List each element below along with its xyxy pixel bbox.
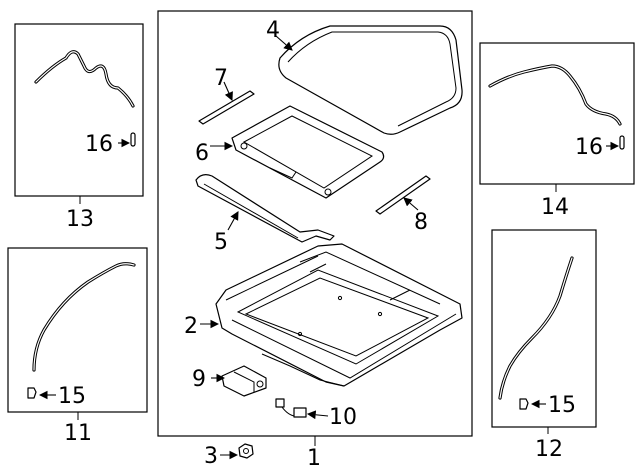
callout-15-right: 15 xyxy=(548,393,576,418)
callout-6: 6 xyxy=(195,141,209,166)
callout-10: 10 xyxy=(329,405,357,430)
callout-16-left: 16 xyxy=(85,132,113,157)
callout-3: 3 xyxy=(204,444,218,469)
seal-strip-leader xyxy=(223,81,233,102)
drain-hose-14 xyxy=(488,64,622,126)
box-14-frame xyxy=(479,42,635,185)
deflector-panel-part xyxy=(231,105,385,199)
wiring-connector-part xyxy=(275,398,307,418)
drain-hose-13 xyxy=(34,50,135,108)
callout-15-left: 15 xyxy=(58,384,86,409)
drain-hose-12 xyxy=(498,256,574,400)
wiring-connector-leader xyxy=(306,410,329,420)
drain-hose-11 xyxy=(32,262,136,372)
callout-16-right: 16 xyxy=(575,135,603,160)
housing-frame-part xyxy=(215,243,463,387)
sunshade-rail-part xyxy=(195,174,335,243)
glass-panel-part xyxy=(278,25,463,135)
callout-11: 11 xyxy=(64,421,92,446)
callout-7: 7 xyxy=(214,66,228,91)
callout-14: 14 xyxy=(541,195,569,220)
clip-16-icon xyxy=(130,132,136,147)
motor-part xyxy=(221,365,267,397)
callout-5: 5 xyxy=(214,230,228,255)
callout-2: 2 xyxy=(184,314,198,339)
clip-16-icon-right xyxy=(619,135,625,150)
side-seal-part xyxy=(375,175,431,215)
callout-9: 9 xyxy=(192,367,206,392)
side-seal-leader xyxy=(403,197,419,211)
nut-part xyxy=(238,443,254,459)
callout-1: 1 xyxy=(307,446,321,471)
clip-15-icon-right xyxy=(519,398,529,410)
callout-13: 13 xyxy=(66,207,94,232)
box-13-frame xyxy=(14,23,144,197)
seal-strip-part xyxy=(198,90,255,125)
callout-12: 12 xyxy=(535,437,563,462)
callout-4: 4 xyxy=(266,18,280,43)
box-12-frame xyxy=(491,229,597,428)
clip-15-icon-left xyxy=(27,387,37,399)
sunshade-rail-leader xyxy=(227,211,239,231)
glass-panel-leader xyxy=(275,35,293,51)
callout-8: 8 xyxy=(414,210,428,235)
